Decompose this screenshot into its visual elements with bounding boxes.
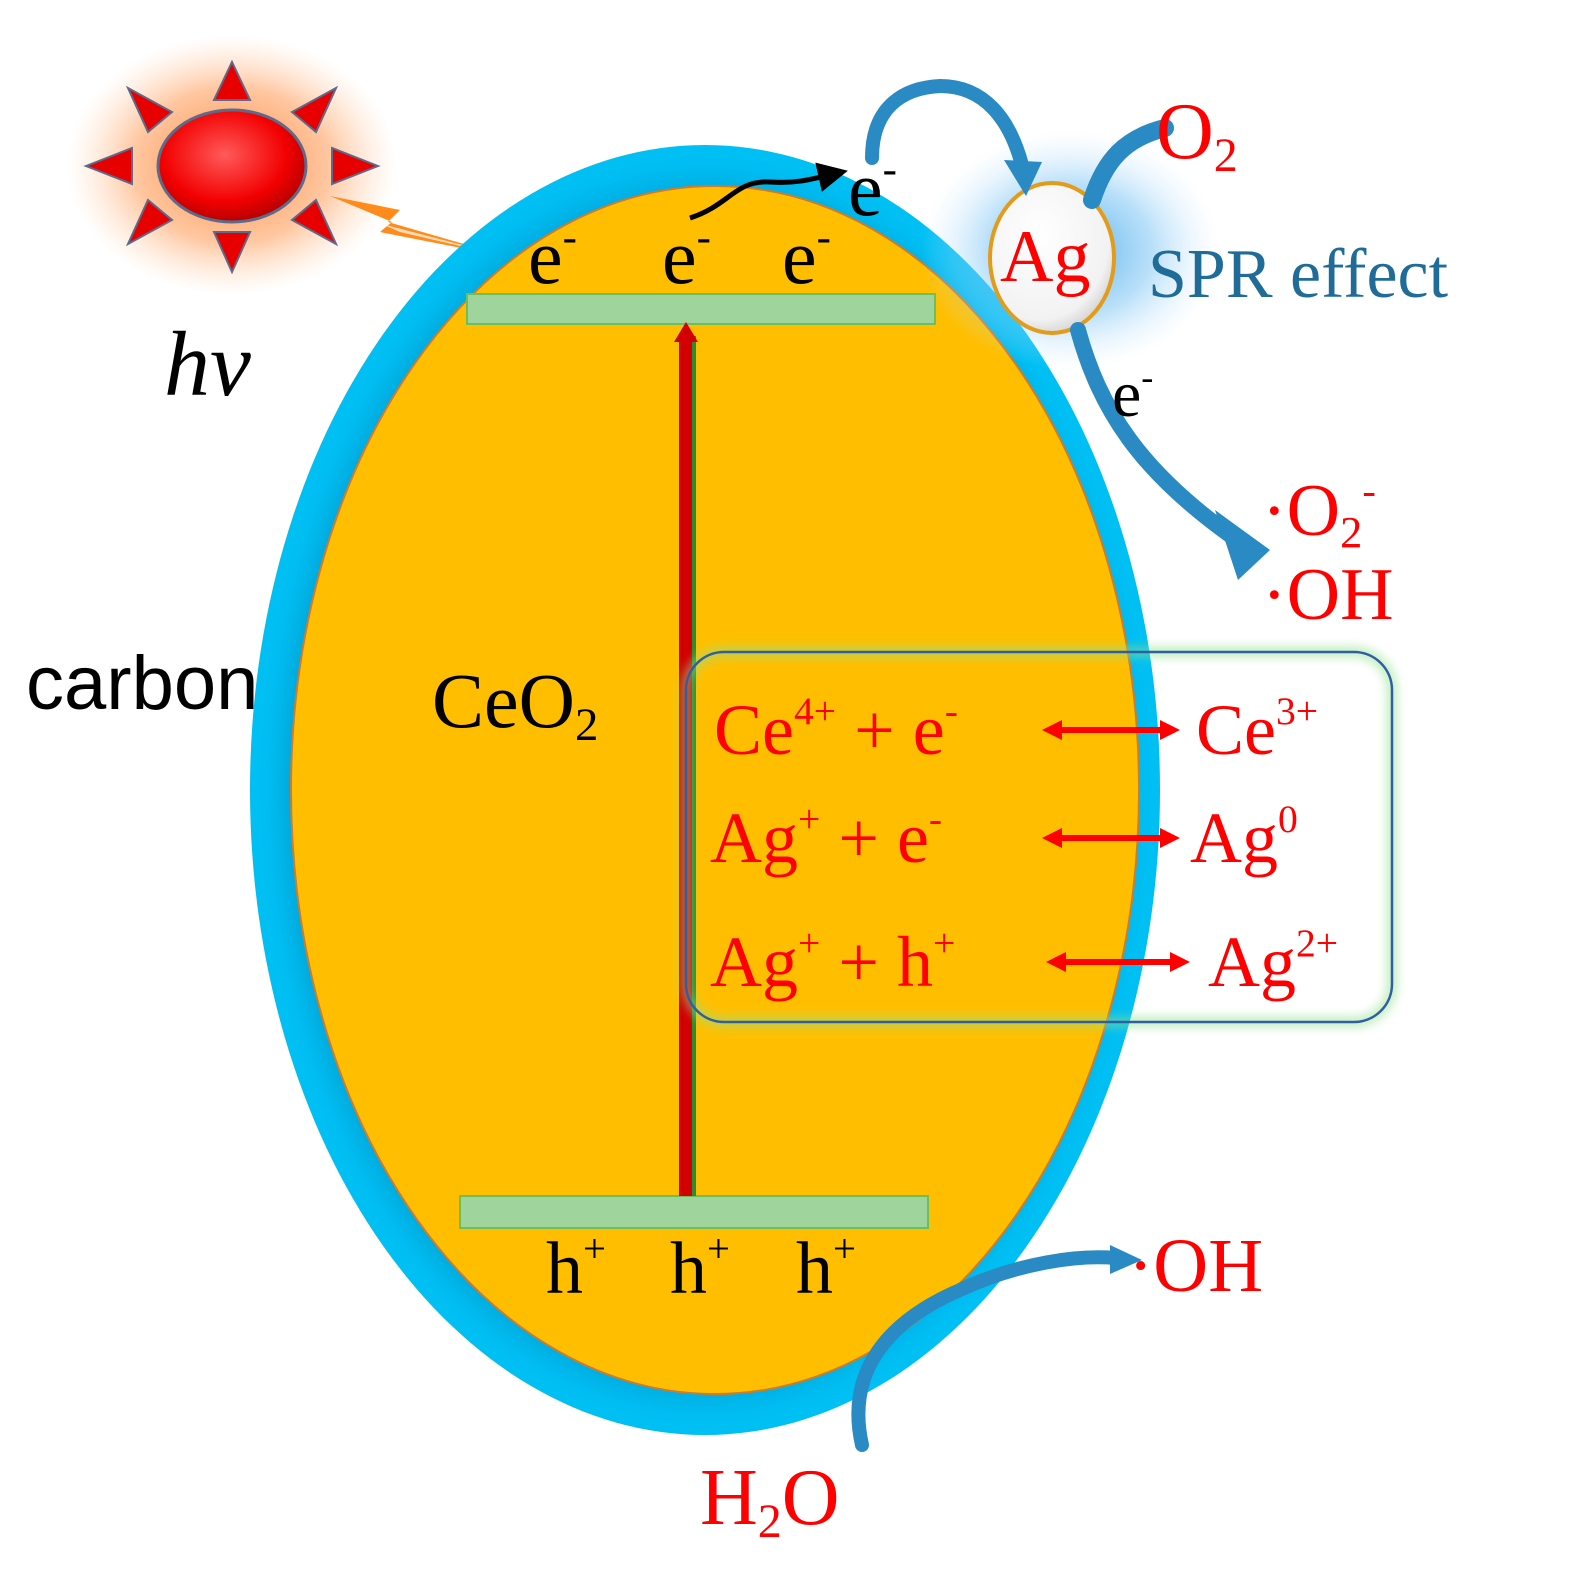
reaction-1-product-charge: 3+ — [1275, 689, 1319, 734]
reaction-1-product: Ce — [1196, 690, 1276, 770]
ceo2-sub: 2 — [574, 699, 599, 752]
o2-main: O — [1156, 88, 1214, 176]
electron-to-ag-arrow — [865, 78, 1042, 196]
vb-hole-2-sup: + — [707, 1226, 730, 1272]
ceo2-core — [290, 185, 1140, 1395]
reaction-1-left: Ce4+ + e- — [714, 692, 958, 766]
reaction-2-carrier-charge: - — [928, 797, 943, 842]
vb-hole-3-sup: + — [833, 1226, 856, 1272]
reaction-3-product-charge: 2+ — [1296, 921, 1339, 966]
cb-electron-3-sup: - — [816, 213, 831, 261]
valence-band — [459, 1195, 929, 1229]
h2o-o: O — [781, 1454, 840, 1542]
superoxide-label: ·O2- — [1262, 471, 1376, 555]
superoxide-sup: - — [1362, 468, 1376, 514]
h2o-h: H — [700, 1454, 758, 1542]
cb-electron-2-sup: - — [696, 213, 711, 261]
reaction-1-carrier: e — [912, 690, 945, 770]
sun-icon — [67, 35, 397, 295]
reaction-3-plus: + — [820, 922, 897, 1002]
reaction-box — [681, 647, 1397, 1027]
reaction-1-reactant: Ce — [714, 690, 794, 770]
vb-hole-2: h+ — [670, 1229, 730, 1306]
reaction-3-carrier: h — [896, 922, 933, 1002]
h2o-label: H2O — [700, 1458, 840, 1546]
ag-particle — [988, 181, 1116, 335]
reaction-1-reactant-charge: 4+ — [793, 689, 837, 734]
reaction-3-reactant-charge: + — [798, 921, 821, 966]
electron-transfer-arrow — [689, 162, 848, 221]
o2-label: O2 — [1156, 92, 1238, 180]
cb-electron-1-base: e — [528, 213, 563, 300]
superoxide-main: O — [1286, 470, 1341, 552]
cb-electron-3-base: e — [782, 213, 817, 300]
reaction-2-reactant: Ag — [710, 798, 798, 878]
reaction-2-carrier: e — [896, 798, 929, 878]
reaction-1-right: Ce3+ — [1196, 692, 1318, 766]
cb-electron-3: e- — [782, 216, 831, 296]
reaction-3-carrier-charge: + — [932, 921, 956, 966]
reaction-3-right: Ag2+ — [1208, 924, 1338, 998]
reaction-2-plus: + — [820, 798, 897, 878]
ag-electron: e- — [1112, 359, 1153, 428]
hydroxyl-top-label: ·OH — [1262, 554, 1394, 636]
o2-sub: 2 — [1213, 129, 1238, 183]
h2o-to-oh-arrow — [851, 1245, 1142, 1452]
superoxide-sub: 2 — [1340, 507, 1363, 558]
vb-hole-1: h+ — [546, 1229, 606, 1306]
ag-particle-label: Ag — [1000, 216, 1091, 298]
vb-hole-3-base: h — [796, 1228, 833, 1310]
transferred-electron-sup: - — [882, 145, 897, 193]
h2o-sub: 2 — [757, 1495, 782, 1549]
reaction-2-right: Ag0 — [1190, 800, 1298, 874]
equilibrium-arrow-3 — [1046, 952, 1190, 972]
vb-hole-1-sup: + — [583, 1226, 606, 1272]
equilibrium-arrow-1 — [1042, 720, 1180, 740]
hv-label: hv — [164, 313, 251, 415]
carbon-label: carbon — [26, 641, 259, 726]
reaction-3-reactant: Ag — [710, 922, 798, 1002]
cb-electron-1: e- — [528, 216, 577, 296]
cb-electron-1-sup: - — [562, 213, 577, 261]
ag-electron-sup: - — [1141, 356, 1154, 397]
reaction-3-left: Ag+ + h+ — [710, 924, 955, 998]
ag-to-radicals-arrow — [1070, 322, 1270, 580]
transferred-electron-base: e — [848, 145, 883, 232]
reaction-2-reactant-charge: + — [798, 797, 821, 842]
equilibrium-arrow-2 — [1042, 828, 1180, 848]
transferred-electron: e- — [848, 148, 897, 228]
ceo2-main: CeO — [432, 657, 575, 744]
ag-to-o2-arrow — [1083, 119, 1174, 209]
reaction-3-product: Ag — [1208, 922, 1296, 1002]
reaction-1-carrier-charge: - — [944, 689, 958, 734]
vb-hole-3: h+ — [796, 1229, 856, 1306]
spr-effect-label: SPR effect — [1148, 236, 1449, 313]
ag-electron-base: e — [1112, 358, 1142, 431]
reaction-2-product: Ag — [1190, 798, 1278, 878]
cb-electron-2-base: e — [662, 213, 697, 300]
reaction-2-product-charge: 0 — [1278, 797, 1298, 842]
cb-electron-2: e- — [662, 216, 711, 296]
reaction-2-left: Ag+ + e- — [710, 800, 942, 874]
hydroxyl-bottom-label: ·OH — [1128, 1224, 1264, 1308]
ceo2-label: CeO2 — [432, 662, 598, 749]
vb-hole-1-base: h — [546, 1228, 583, 1310]
vb-hole-2-base: h — [670, 1228, 707, 1310]
conduction-band — [466, 293, 936, 325]
superoxide-dot: · — [1262, 470, 1287, 552]
reaction-1-plus: + — [836, 690, 913, 770]
